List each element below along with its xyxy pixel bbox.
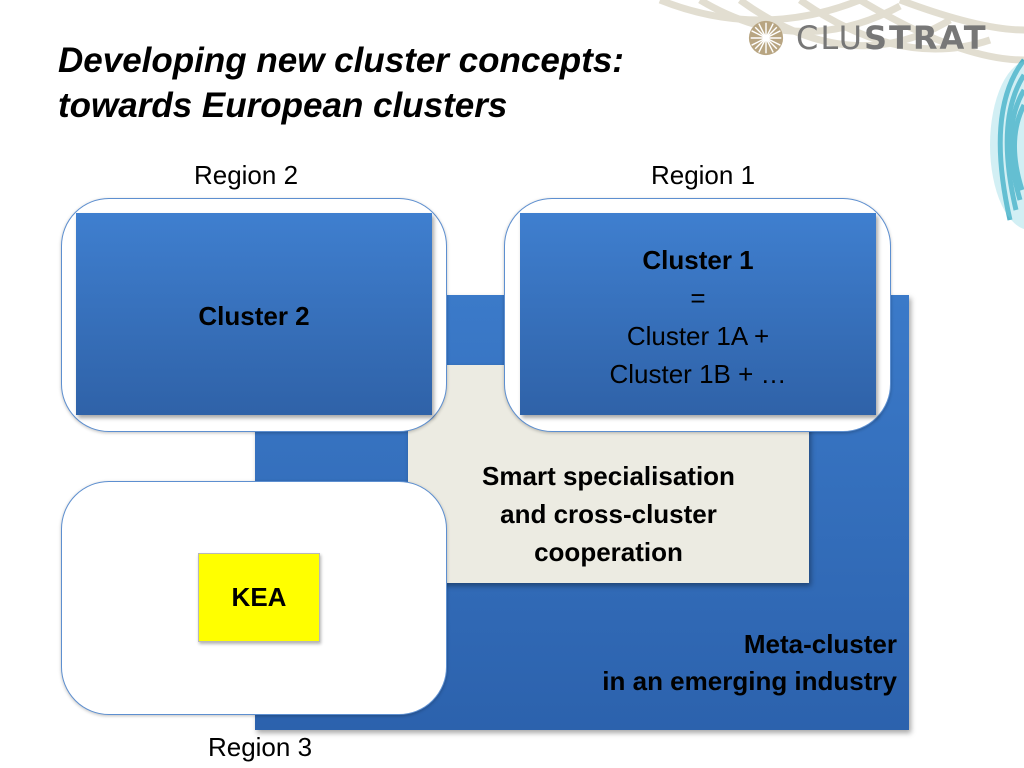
smart-specialisation-label: Smart specialisation and cross-cluster c… (408, 457, 809, 571)
region-2-label: Region 2 (193, 160, 299, 190)
cluster-2-box: Cluster 2 (76, 213, 432, 415)
meta-cluster-label-line-2: in an emerging industry (602, 666, 897, 696)
cluster-1-equals: = (690, 283, 706, 313)
slide-title: Developing new cluster concepts: towards… (58, 38, 738, 128)
logo-text-bold: STRAT (864, 19, 988, 57)
swirl-teal-right (997, 58, 1024, 221)
clustrat-logo-text: CLUSTRAT (796, 19, 988, 57)
smart-label-line-3: cooperation (534, 537, 683, 567)
smart-label-line-1: Smart specialisation (482, 461, 735, 491)
logo-text-thin: CLU (796, 19, 864, 57)
swirl-beige-top (658, 0, 1024, 64)
cluster-1-label: Cluster 1 = Cluster 1A + Cluster 1B + … (520, 241, 876, 393)
meta-cluster-label-line-1: Meta-cluster (743, 629, 897, 659)
swirl-teal-glow (990, 60, 1024, 230)
cluster-1-line-a: Cluster 1A + (626, 321, 770, 351)
region-3-label: Region 3 (207, 732, 313, 762)
slide-title-line-2: towards European clusters (58, 86, 508, 125)
clustrat-rosette-icon (748, 20, 784, 56)
smart-label-line-2: and cross-cluster (500, 499, 717, 529)
cluster-1-box: Cluster 1 = Cluster 1A + Cluster 1B + … (520, 213, 876, 415)
region-1-label: Region 1 (650, 160, 756, 190)
cluster-2-label: Cluster 2 (198, 301, 310, 331)
meta-cluster-label: Meta-cluster in an emerging industry (602, 626, 897, 700)
clustrat-logo: CLUSTRAT (748, 18, 988, 58)
cluster-1-line-b: Cluster 1B + … (609, 359, 787, 389)
kea-box: KEA (198, 553, 320, 642)
cluster-1-title: Cluster 1 (642, 245, 754, 275)
slide-title-line-1: Developing new cluster concepts: (58, 41, 624, 80)
